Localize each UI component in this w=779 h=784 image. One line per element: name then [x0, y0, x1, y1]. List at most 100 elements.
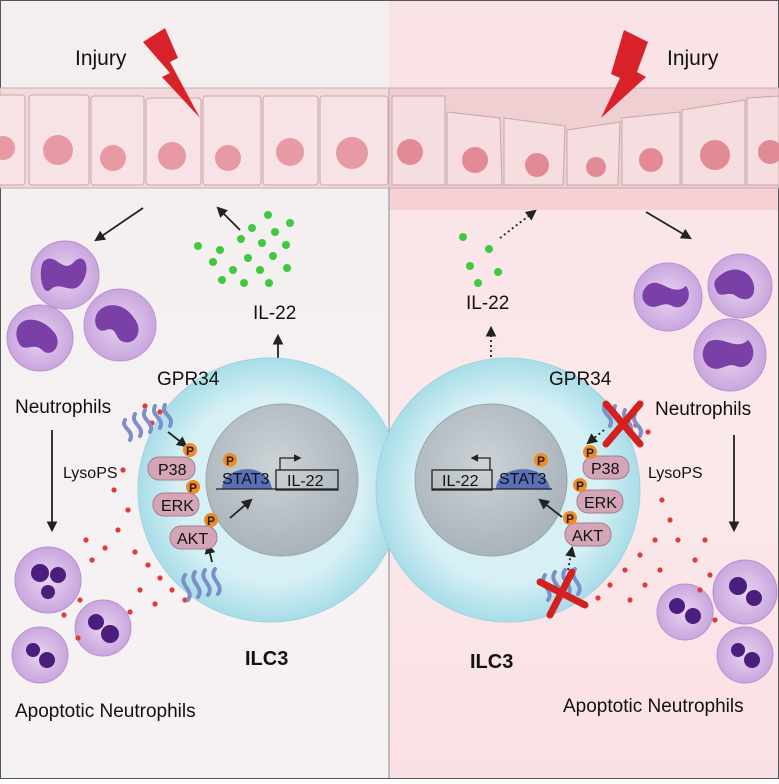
left-stat3-label: STAT3 [222, 471, 270, 488]
left-injury-bolt-icon [143, 28, 200, 118]
left-il22-gene-label: IL-22 [287, 473, 324, 490]
left-ilc3-label: ILC3 [245, 648, 288, 670]
right-ilc3-nucleus [414, 403, 568, 557]
right-epithelium [388, 87, 779, 189]
left-akt-label: AKT [177, 531, 208, 548]
left-erk-kinase: ERK [152, 492, 200, 517]
left-apoptotic-neutrophil [14, 546, 82, 614]
left-apoptotic-neutrophil [11, 626, 69, 684]
right-lysops-label: LysoPS [648, 465, 703, 482]
right-stat3-blob [496, 469, 550, 489]
right-transcription-arrow-icon [470, 454, 491, 470]
right-apoptotic-label: Apoptotic Neutrophils [563, 696, 744, 717]
left-il22-gene-box [275, 469, 339, 491]
right-apoptotic-neutrophil [656, 583, 714, 641]
left-phospho-badges: P P P P [183, 443, 237, 528]
right-stat3-label: STAT3 [499, 471, 547, 488]
left-gpr34-receptor-icon [122, 403, 173, 442]
phospho-label: P [226, 454, 234, 468]
right-p38-kinase: P38 [582, 455, 630, 480]
right-lower-gpr34-to-akt-dotted-arrow [565, 545, 576, 571]
right-gpr34-inhibition-cross-icon [602, 400, 644, 448]
phospho-label: P [537, 454, 545, 468]
right-injury-bolt-icon [601, 30, 648, 118]
right-neutrophil [633, 262, 703, 332]
right-ilc3-label: ILC3 [470, 651, 513, 673]
left-p38-label: P38 [158, 462, 187, 479]
phospho-label: P [186, 444, 194, 458]
right-il22-gene-label: IL-22 [442, 473, 479, 490]
left-lysops-label: LysoPS [63, 465, 118, 482]
right-akt-to-stat3-arrow [538, 498, 563, 518]
epithelial-nucleus [462, 147, 488, 173]
right-phospho-badges: P P P P [534, 445, 597, 526]
phospho-label: P [207, 514, 215, 528]
right-apoptotic-neutrophil [712, 559, 778, 625]
right-neutrophils-label: Neutrophils [655, 399, 751, 420]
right-erk-label: ERK [584, 495, 617, 512]
right-neutrophil [707, 253, 773, 319]
right-erk-kinase: ERK [576, 489, 624, 514]
epithelial-nucleus [758, 140, 779, 164]
left-neutrophil [30, 240, 100, 310]
right-gpr34-lower-inhibition-cross-icon [536, 568, 589, 619]
left-stat3-blob [222, 469, 272, 489]
phospho-label: P [576, 479, 584, 493]
left-epithelium [0, 87, 390, 189]
left-gpr34-label: GPR34 [157, 369, 220, 390]
left-p38-kinase: P38 [147, 456, 196, 481]
left-neutrophil [83, 288, 157, 362]
left-neutrophils-label: Neutrophils [15, 397, 111, 418]
epithelial-nucleus [586, 157, 606, 177]
il22-to-epithelium-arrow [216, 206, 241, 231]
left-neutrophil [6, 304, 74, 372]
epithelial-nucleus [336, 137, 368, 169]
epithelial-cell [145, 97, 202, 186]
right-akt-kinase: AKT [564, 522, 612, 547]
epithelial-nucleus [525, 153, 549, 177]
epithelial-nucleus [215, 145, 241, 171]
left-akt-kinase: AKT [169, 525, 218, 550]
epithelial-cell [90, 95, 145, 186]
left-ilc3-nucleus [205, 403, 359, 557]
right-akt-label: AKT [572, 528, 603, 545]
left-apoptotic-label: Apoptotic Neutrophils [15, 701, 196, 722]
left-erk-label: ERK [161, 498, 194, 515]
left-apoptotic-neutrophil [74, 599, 132, 657]
left-injury-label: Injury [75, 47, 127, 70]
right-il22-dotted-arrow [499, 209, 537, 239]
phospho-label: P [189, 481, 197, 495]
phospho-label: P [566, 512, 574, 526]
gpr34-to-p38-arrow [167, 431, 188, 448]
right-il22-gene-box [431, 469, 493, 491]
epithelial-nucleus [276, 138, 304, 166]
epithelial-nucleus [700, 140, 730, 170]
right-epithelium-to-neutrophil-arrow [645, 211, 692, 240]
right-il22-dots [459, 233, 502, 287]
epithelial-nucleus [43, 135, 73, 165]
right-p38-label: P38 [591, 461, 620, 478]
epithelial-cell [202, 95, 262, 186]
akt-to-stat3-arrow [229, 498, 253, 519]
left-lysops-dots [61, 403, 188, 641]
left-transcription-arrow-icon [279, 454, 302, 470]
epithelial-nucleus [639, 148, 663, 172]
right-neutrophil [693, 318, 767, 392]
right-gpr34-label: GPR34 [549, 369, 612, 390]
left-il22-secreted-label: IL-22 [253, 303, 296, 324]
left-gpr34-receptor-lower-icon [181, 567, 222, 602]
right-gpr34-to-p38-dotted-arrow [586, 429, 605, 445]
epithelial-cell [0, 94, 26, 186]
right-apoptotic-neutrophil [716, 626, 774, 684]
left-il22-dots [194, 211, 294, 287]
epithelium-to-neutrophil-arrow [94, 207, 144, 242]
right-il22-secreted-label: IL-22 [466, 293, 509, 314]
epithelial-nucleus [158, 142, 186, 170]
epithelial-nucleus [100, 145, 126, 171]
phospho-label: P [586, 446, 594, 460]
right-injury-label: Injury [667, 47, 719, 70]
epithelial-nucleus [0, 136, 15, 160]
epithelial-nucleus [397, 139, 423, 165]
